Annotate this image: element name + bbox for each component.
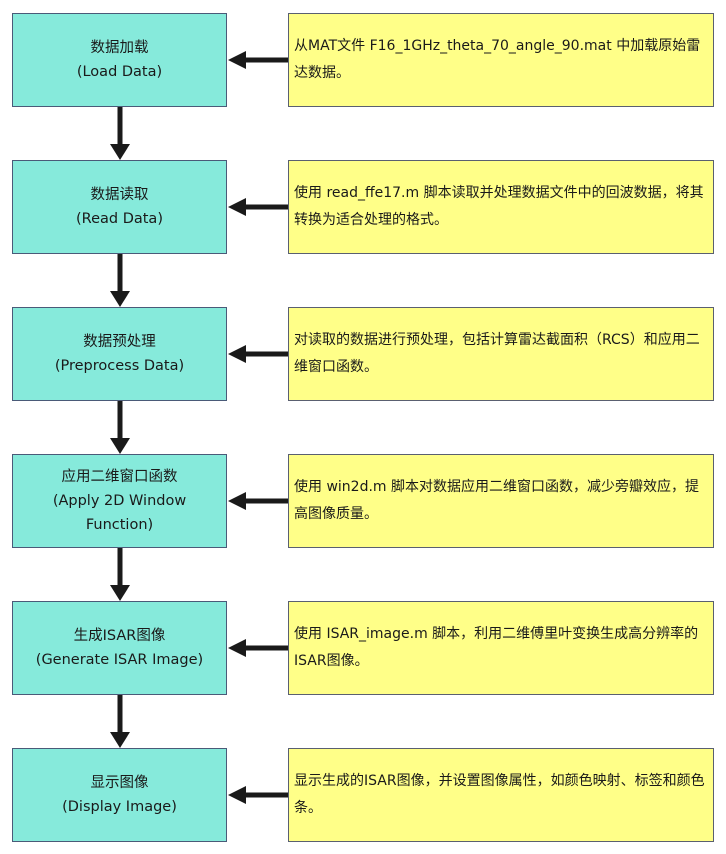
step-box-preprocess-data: 数据预处理 (Preprocess Data): [12, 307, 227, 401]
note-text: 使用 win2d.m 脚本对数据应用二维窗口函数，减少旁瓣效应，提高图像质量。: [294, 479, 699, 522]
step-title-en: (Read Data): [76, 211, 163, 227]
note-arrow-head: [228, 345, 246, 363]
note-arrow-head: [228, 786, 246, 804]
note-box-load-data: 从MAT文件 F16_1GHz_theta_70_angle_90.mat 中加…: [288, 13, 714, 107]
note-arrow-head: [228, 198, 246, 216]
note-box-preprocess-data: 对读取的数据进行预处理，包括计算雷达截面积（RCS）和应用二维窗口函数。: [288, 307, 714, 401]
note-box-display-image: 显示生成的ISAR图像，并设置图像属性，如颜色映射、标签和颜色条。: [288, 748, 714, 842]
note-text: 使用 ISAR_image.m 脚本，利用二维傅里叶变换生成高分辨率的ISAR图…: [294, 626, 699, 669]
note-text: 使用 read_ffe17.m 脚本读取并处理数据文件中的回波数据，将其转换为适…: [294, 185, 704, 228]
flow-arrow-head: [110, 291, 130, 307]
note-text: 对读取的数据进行预处理，包括计算雷达截面积（RCS）和应用二维窗口函数。: [294, 332, 700, 375]
note-arrow-head: [228, 639, 246, 657]
flow-arrow-head: [110, 144, 130, 160]
note-arrow-head: [228, 492, 246, 510]
step-box-read-data: 数据读取 (Read Data): [12, 160, 227, 254]
note-box-generate-isar: 使用 ISAR_image.m 脚本，利用二维傅里叶变换生成高分辨率的ISAR图…: [288, 601, 714, 695]
note-arrow-head: [228, 51, 246, 69]
note-box-apply-window: 使用 win2d.m 脚本对数据应用二维窗口函数，减少旁瓣效应，提高图像质量。: [288, 454, 714, 548]
step-title-en: (Display Image): [62, 799, 177, 815]
step-title-en: (Load Data): [76, 64, 163, 80]
note-box-read-data: 使用 read_ffe17.m 脚本读取并处理数据文件中的回波数据，将其转换为适…: [288, 160, 714, 254]
flow-arrow-head: [110, 585, 130, 601]
step-title-en: (Preprocess Data): [54, 358, 185, 374]
step-title-en: (Generate ISAR Image): [35, 652, 204, 668]
step-title-zh: 数据预处理: [83, 334, 156, 350]
step-title-zh: 数据加载: [90, 40, 149, 56]
step-title-zh: 生成ISAR图像: [73, 628, 166, 644]
flow-arrow-head: [110, 732, 130, 748]
step-box-load-data: 数据加载 (Load Data): [12, 13, 227, 107]
note-text: 从MAT文件 F16_1GHz_theta_70_angle_90.mat 中加…: [294, 38, 701, 81]
note-text: 显示生成的ISAR图像，并设置图像属性，如颜色映射、标签和颜色条。: [294, 773, 705, 816]
step-title-zh: 数据读取: [90, 187, 149, 203]
step-box-generate-isar: 生成ISAR图像 (Generate ISAR Image): [12, 601, 227, 695]
step-box-apply-window: 应用二维窗口函数 (Apply 2D Window Function): [12, 454, 227, 548]
flow-arrow-head: [110, 438, 130, 454]
step-box-display-image: 显示图像 (Display Image): [12, 748, 227, 842]
step-title-zh: 应用二维窗口函数: [61, 469, 178, 485]
step-title-zh: 显示图像: [90, 775, 149, 791]
step-title-en: (Apply 2D Window Function): [52, 493, 187, 533]
